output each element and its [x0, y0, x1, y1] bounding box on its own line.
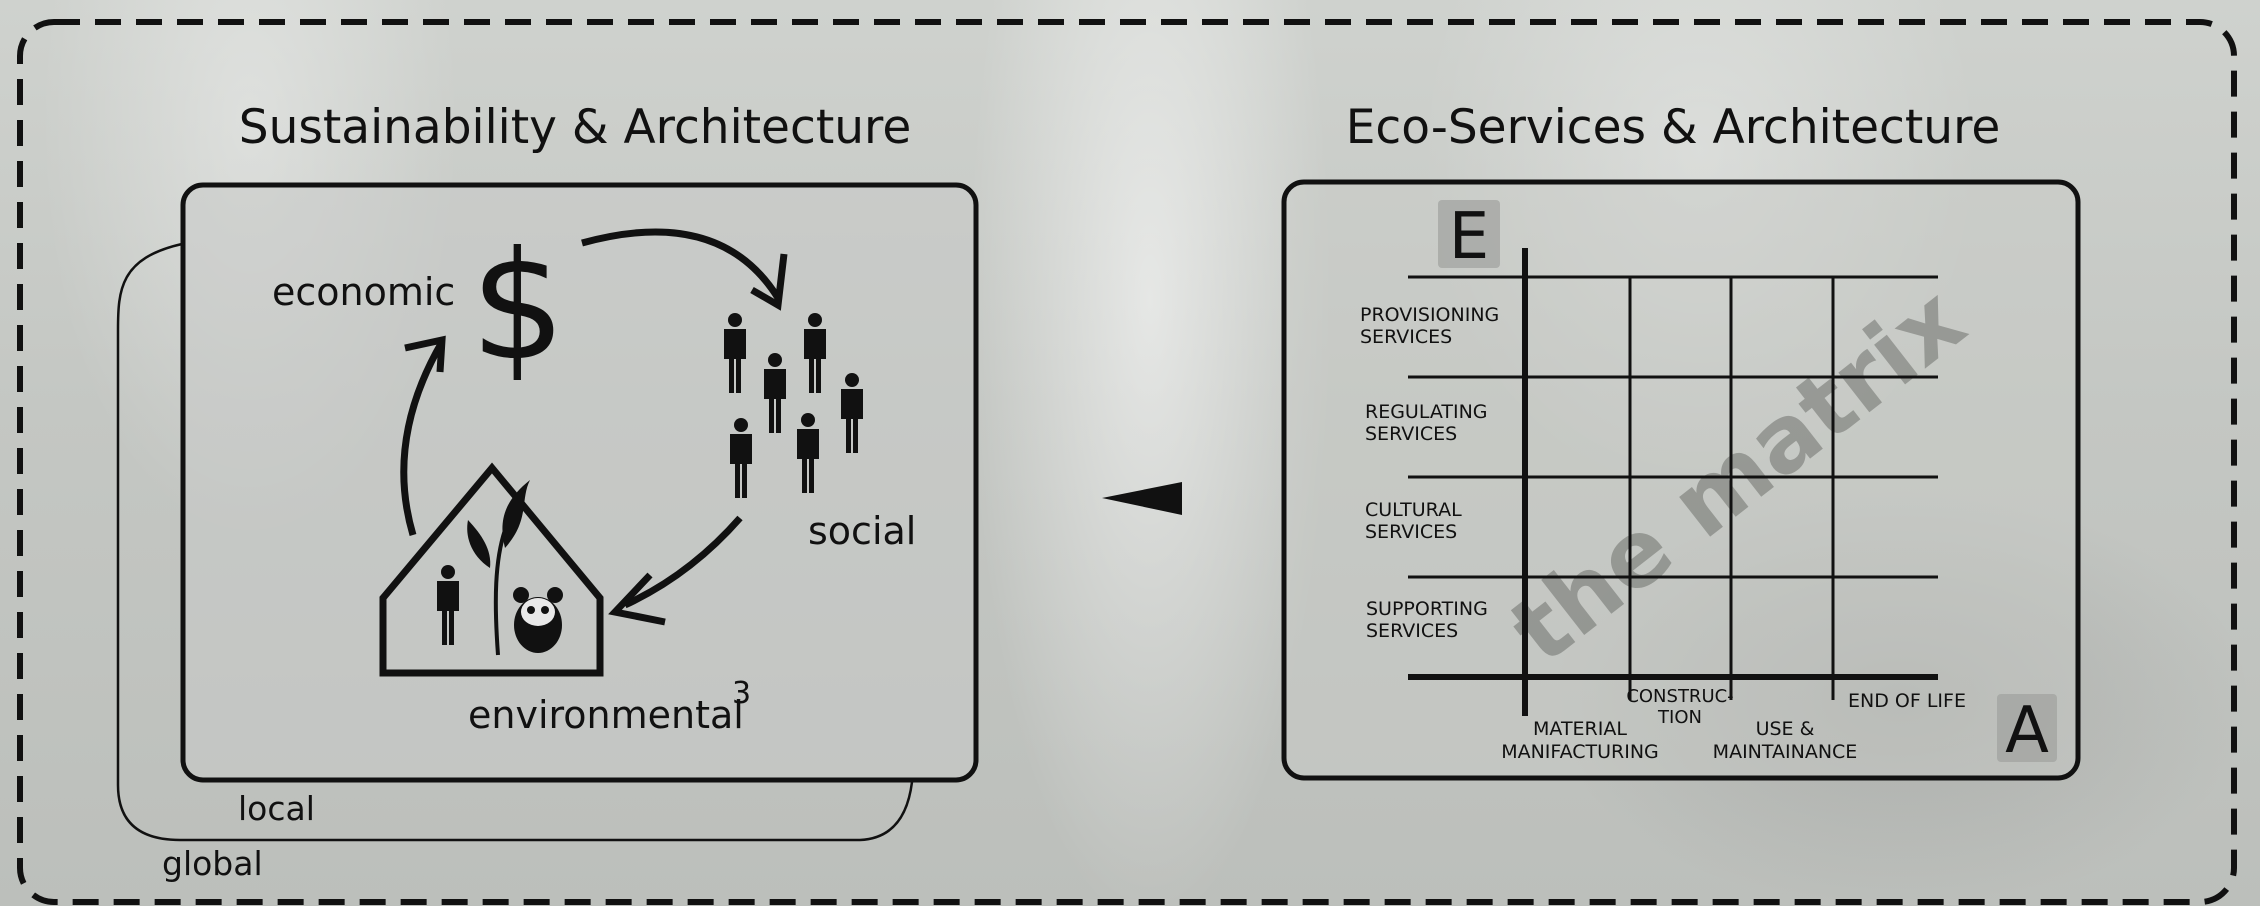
column-label-line1: CONSTRUC- — [1626, 686, 1733, 707]
row-label-line2: SERVICES — [1366, 620, 1458, 642]
cycle-arrow-environmental-to-economic — [400, 335, 446, 536]
row-label-line1: PROVISIONING — [1360, 304, 1499, 326]
column-label-end-of-life: END OF LIFE — [1848, 690, 1966, 712]
corner-a-badge — [1997, 694, 2057, 762]
column-label-line1: END OF LIFE — [1848, 690, 1966, 712]
dollar-icon: $ — [470, 220, 565, 394]
house-with-nature-icon — [379, 462, 604, 677]
column-label-line1: USE & — [1756, 718, 1815, 740]
environmental-label: environmental — [468, 693, 744, 737]
column-label-line2: MANIFACTURING — [1501, 741, 1659, 763]
social-label: social — [808, 509, 916, 553]
corner-a-letter: A — [2005, 694, 2049, 768]
outer-dashed-frame — [17, 19, 2237, 905]
corner-e-badge — [1438, 200, 1500, 268]
global-scope-outline — [116, 242, 914, 842]
row-label-regulating: REGULATING SERVICES — [1365, 401, 1488, 445]
column-label-construction: CONSTRUC- TION — [1626, 686, 1733, 728]
column-label-line1: MATERIAL — [1533, 718, 1627, 740]
row-label-line1: REGULATING — [1365, 401, 1488, 423]
local-label: local — [238, 789, 315, 828]
row-label-line2: SERVICES — [1365, 423, 1457, 445]
matrix-grid — [1408, 248, 1938, 716]
row-label-line1: CULTURAL — [1365, 499, 1462, 521]
economic-label: economic — [272, 270, 455, 314]
pointer-arrow-icon — [1102, 482, 1182, 515]
row-label-line2: SERVICES — [1365, 521, 1457, 543]
row-label-provisioning: PROVISIONING SERVICES — [1360, 304, 1499, 348]
corner-e-letter: E — [1449, 200, 1489, 274]
row-label-supporting: SUPPORTING SERVICES — [1366, 598, 1488, 642]
global-label: global — [162, 844, 263, 883]
column-label-use: USE & MAINTAINANCE — [1713, 718, 1858, 763]
cycle-arrow-social-to-environmental — [608, 515, 743, 626]
environmental-superscript: 3 — [732, 676, 751, 711]
column-label-material: MATERIAL MANIFACTURING — [1501, 718, 1659, 763]
left-panel-title: Sustainability & Architecture — [239, 100, 912, 155]
row-label-line1: SUPPORTING — [1366, 598, 1488, 620]
matrix-box — [1281, 179, 2081, 781]
row-label-line2: SERVICES — [1360, 326, 1452, 348]
right-panel-title: Eco-Services & Architecture — [1346, 100, 2001, 155]
column-label-line2: MAINTAINANCE — [1713, 741, 1858, 763]
column-label-line2: TION — [1657, 707, 1702, 728]
cycle-arrow-economic-to-social — [581, 228, 788, 311]
row-label-cultural: CULTURAL SERVICES — [1365, 499, 1462, 543]
